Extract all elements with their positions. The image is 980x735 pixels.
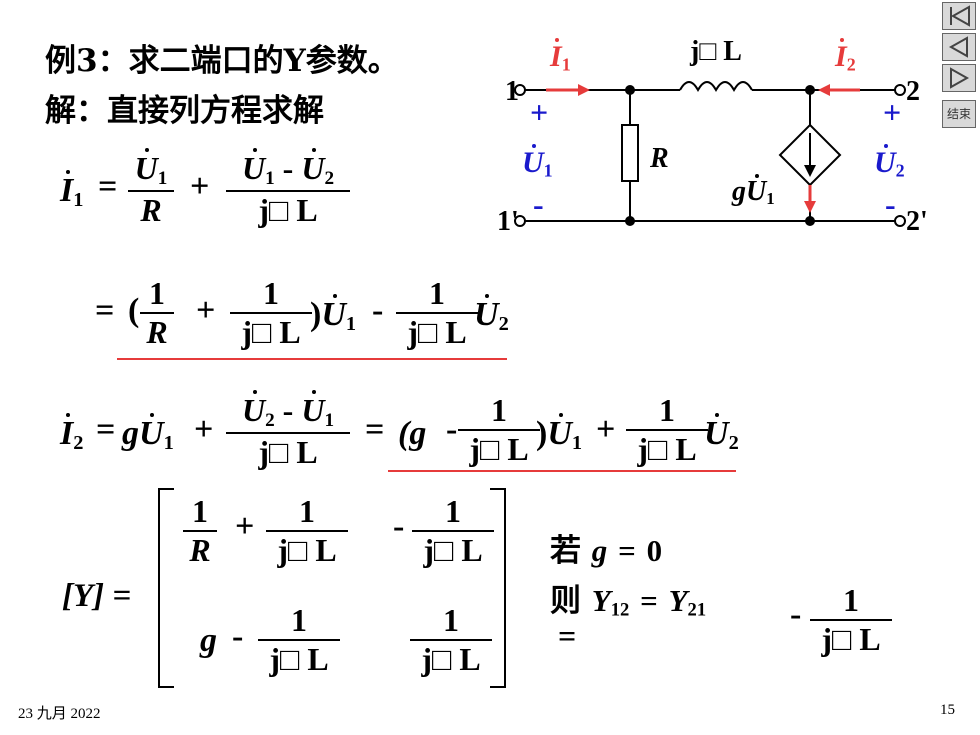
two-port-circuit [514,81,906,227]
fraction-u1-over-r: U1 R [128,148,174,229]
label-gu1: gU1 [732,174,775,209]
next-icon [950,67,970,89]
port1-minus: - [533,186,544,222]
fraction-u1-minus-u2-over-jl: U1 - U2 j□ L [226,148,350,229]
source-current-arrow [804,201,816,213]
matrix-left-bracket [158,488,174,688]
port2-minus: - [885,186,896,222]
next-slide-button[interactable] [942,64,976,92]
label-r: R [650,143,669,174]
problem-title: 例3：求二端口的Y参数。 [45,43,399,79]
underline-y21-y22 [388,470,736,472]
first-slide-button[interactable] [942,2,976,30]
previous-slide-button[interactable] [942,33,976,61]
underline-y11-y12 [117,358,507,360]
solution-heading: 解：直接列方程求解 [45,93,324,129]
port-1-terminal [514,84,526,96]
port-2p-terminal [894,215,906,227]
port-2-label: 2 [906,76,920,107]
label-u1: U1 [522,144,553,181]
label-i2: I2 [835,38,856,75]
previous-icon [948,36,968,58]
inductor [679,81,753,93]
port1-plus: + [530,94,549,130]
matrix-right-bracket [490,488,506,688]
page-number: 15 [940,702,955,718]
port-2p-label: 2' [906,206,928,237]
port-1-label: 1 [505,76,519,107]
port-2-terminal [894,84,906,96]
resistor-r [621,124,639,182]
footer-date: 23 九月 2022 [18,706,101,722]
matrix-lhs: [Y] = [62,578,132,614]
port-1p-terminal [514,215,526,227]
label-u2: U2 [874,144,905,181]
label-i1: I1 [550,38,571,75]
first-slide-icon [950,5,970,27]
end-show-button[interactable]: 结束 [942,100,976,128]
port2-plus: + [883,94,902,130]
port-1p-label: 1' [497,206,519,237]
matrix-a21: g [200,622,217,659]
label-inductance: j□ L [690,36,742,67]
